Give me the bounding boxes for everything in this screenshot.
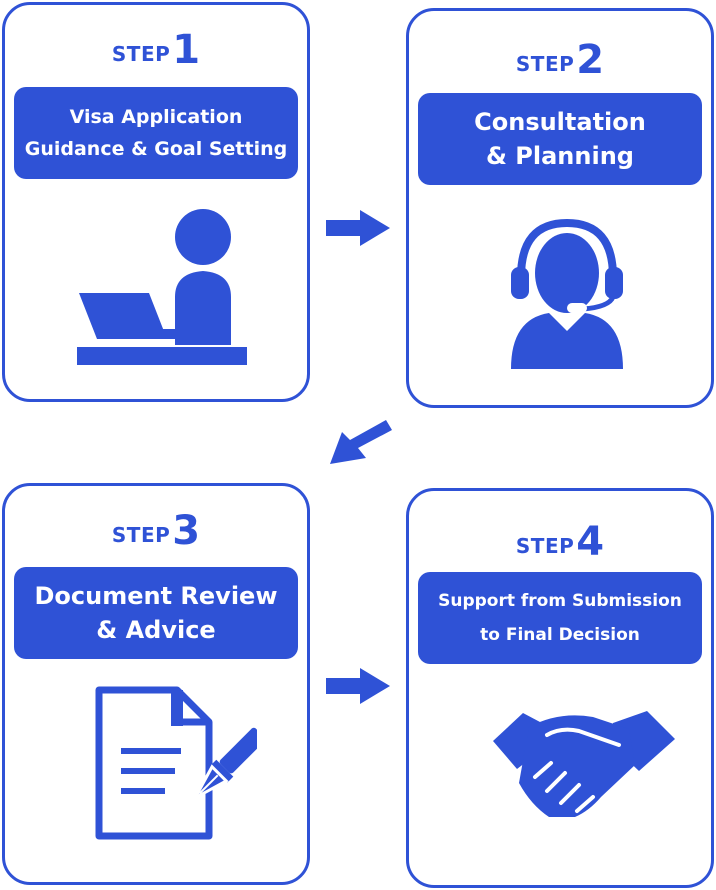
step-number: 2 [576,37,605,83]
step-word: STEP [111,42,171,66]
arrow-right-icon [326,210,390,246]
step-4-title-line-1: Support from Submission [438,591,682,611]
step-1-title: Visa Application Guidance & Goal Setting [14,87,298,179]
step-3-title: Document Review & Advice [14,567,298,659]
step-word: STEP [515,534,575,558]
step-4-card: STEP 4 Support from Submission to Final … [406,488,714,888]
step-2-card: STEP 2 Consultation & Planning [406,8,714,408]
step-word: STEP [515,52,575,76]
step-4-title-line-2: to Final Decision [480,625,640,645]
step-1-label: STEP 1 [5,27,307,73]
document-pen-icon [95,686,257,840]
step-2-label: STEP 2 [409,37,711,83]
step-4-label: STEP 4 [409,519,711,565]
step-1-title-line-2: Guidance & Goal Setting [24,138,288,160]
step-3-title-line-1: Document Review [34,582,278,610]
step-word: STEP [111,523,171,547]
step-number: 3 [172,508,201,554]
handshake-icon [493,711,675,817]
headset-agent-icon [511,218,623,369]
person-at-laptop-icon [77,209,247,365]
step-number: 4 [576,519,605,565]
step-2-title-line-2: & Planning [486,142,634,170]
step-3-label: STEP 3 [5,508,307,554]
step-3-title-line-2: & Advice [96,616,216,644]
step-1-title-line-1: Visa Application [69,106,243,128]
step-2-title: Consultation & Planning [418,93,702,185]
step-number: 1 [172,27,201,73]
step-4-title: Support from Submission to Final Decisio… [418,572,702,664]
step-1-card: STEP 1 Visa Application Guidance & Goal … [2,2,310,402]
arrow-down-left-icon [330,420,392,464]
arrow-right-icon [326,668,390,704]
step-2-title-line-1: Consultation [474,108,646,136]
step-3-card: STEP 3 Document Review & Advice [2,483,310,885]
